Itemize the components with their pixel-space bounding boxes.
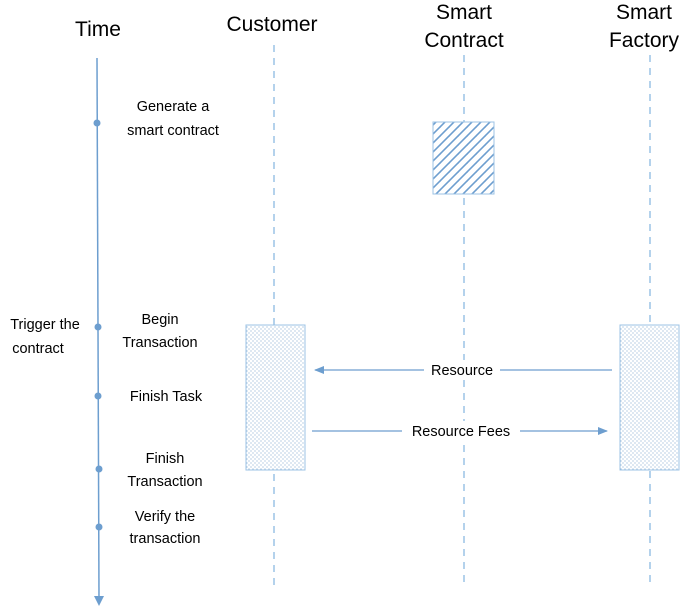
header-smart-factory-line2: Factory xyxy=(609,29,680,52)
smart-factory-activation-box xyxy=(619,324,680,471)
event-label-finish-task: Finish Task xyxy=(130,389,203,405)
header-smart-contract-line1: Smart xyxy=(436,1,492,24)
event-label-begin-line2: Transaction xyxy=(122,335,197,351)
smart-contract-activation-box xyxy=(432,121,495,195)
header-time: Time xyxy=(75,18,121,41)
customer-activation-box xyxy=(245,324,306,471)
event-label-begin-line1: Begin xyxy=(141,312,178,328)
resource-label: Resource xyxy=(431,363,493,379)
event-dot xyxy=(95,523,103,531)
time-axis-arrowhead xyxy=(94,596,104,606)
event-label-generate-line1: Generate a xyxy=(137,99,210,115)
event-dot xyxy=(93,119,101,127)
event-dot xyxy=(94,392,102,400)
header-smart-factory-line1: Smart xyxy=(616,1,672,24)
resource-label-bg xyxy=(424,360,500,380)
resource-fees-label-bg xyxy=(402,421,520,441)
side-note-trigger-line1: Trigger the xyxy=(10,317,80,333)
resource-fees-label: Resource Fees xyxy=(412,424,510,440)
event-label-verify-line2: transaction xyxy=(130,531,201,547)
header-smart-contract-line2: Contract xyxy=(424,29,504,52)
event-label-generate-line2: smart contract xyxy=(127,123,219,139)
side-note-trigger-line2: contract xyxy=(12,341,64,357)
header-customer: Customer xyxy=(226,13,317,36)
event-dot xyxy=(95,465,103,473)
event-label-finish-transaction-line1: Finish xyxy=(146,451,185,467)
event-label-finish-transaction-line2: Transaction xyxy=(127,474,202,490)
event-label-verify-line1: Verify the xyxy=(135,509,195,525)
event-dot xyxy=(94,323,102,331)
